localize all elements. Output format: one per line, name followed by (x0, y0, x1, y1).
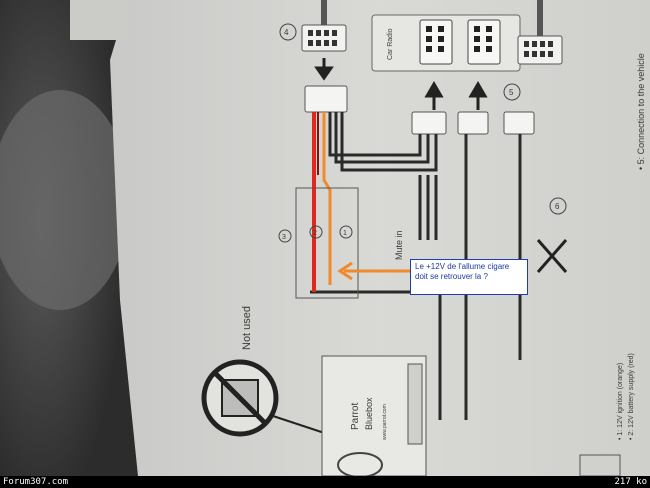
top-connector-stem (321, 0, 327, 25)
bluebox-brand: Parrot (350, 403, 361, 430)
blurred-finger (0, 90, 130, 310)
mute-in-label: Mute in (394, 230, 404, 260)
fuse-box (295, 187, 359, 299)
bottom-right-device (579, 454, 621, 477)
orange-wire (322, 112, 332, 285)
right-edge-text: • 5: Connection to the vehicle (636, 53, 646, 170)
right-connector (517, 35, 563, 65)
fuse-number-text: 2 (313, 230, 317, 237)
up-arrow (424, 81, 444, 110)
radio-socket-left (419, 19, 453, 65)
connector-number-text: 4 (284, 28, 289, 37)
bluebox-site: www.parrot.com (382, 404, 388, 440)
legend-line: • 2: 12V battery supply (red) (628, 353, 635, 440)
not-used-label: Not used (241, 306, 253, 350)
right-connector-pins (524, 41, 553, 57)
car-radio-label: Car Radio (387, 28, 394, 60)
paper-top-strip (70, 0, 128, 40)
right-connector-stem (537, 0, 543, 36)
down-arrow (314, 58, 334, 81)
not-used-slash (212, 370, 268, 426)
connector-number-text: 5 (509, 88, 514, 97)
wire-plug (304, 85, 348, 113)
lower-plug (503, 111, 535, 135)
connector-number-badge (279, 23, 297, 41)
fuse-number-badge (339, 225, 353, 239)
cross-mark (536, 239, 568, 273)
lower-plug (411, 111, 447, 135)
watermark-size: 217 ko (614, 477, 647, 487)
bluebox-port-strip (407, 363, 423, 445)
annotation-arrowhead (337, 261, 353, 281)
radio-socket-pins (426, 26, 492, 52)
annotation-callout: Le +12V de l'allume cigare doit se retro… (410, 259, 528, 295)
radio-socket-right (467, 19, 501, 65)
legend-line: • 1: 12V ignition (orange) (617, 363, 624, 440)
top-connector-pins (308, 30, 337, 46)
connector-number-text: 6 (555, 202, 560, 211)
watermark-bar: Forum307.com 217 ko (0, 476, 650, 488)
fuse-number-badge (278, 229, 292, 243)
top-connector (301, 24, 347, 52)
lower-plug (457, 111, 489, 135)
connector-number-badge (503, 83, 521, 101)
watermark-site: Forum307.com (3, 477, 69, 487)
fuse-number-text: 1 (343, 230, 347, 237)
fuse-number-badge (309, 225, 323, 239)
connector-number-badge (549, 197, 567, 215)
bluebox-model: Bluebox (364, 397, 374, 430)
up-arrow (468, 81, 488, 110)
fuse-number-text: 3 (282, 234, 286, 241)
